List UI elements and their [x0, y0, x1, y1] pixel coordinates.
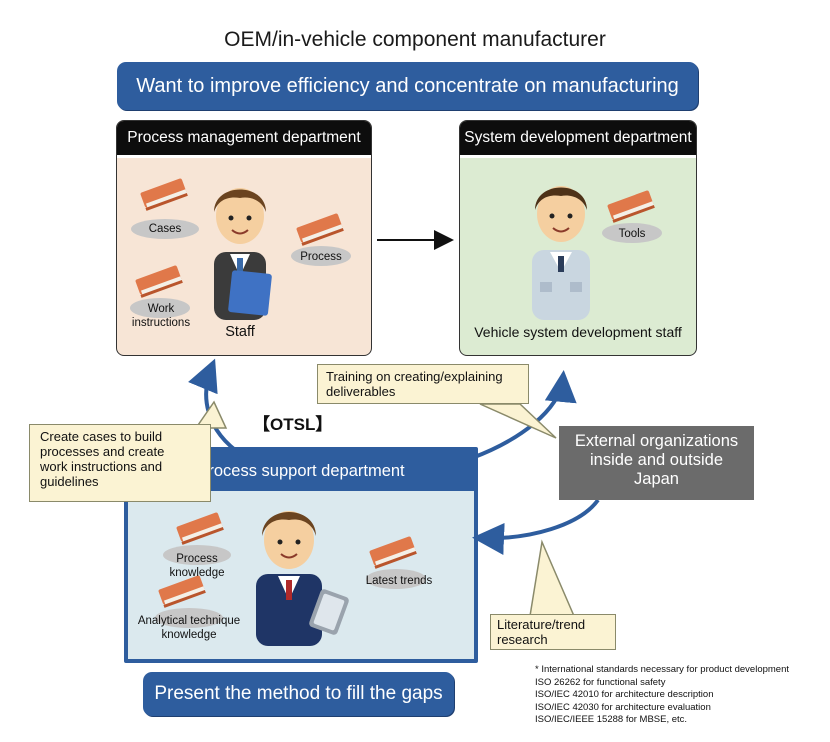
- note-training: Training on creating/explaining delivera…: [317, 364, 529, 404]
- callout-tail: [479, 403, 557, 439]
- label-vehicle-staff: Vehicle system development staff: [474, 324, 682, 340]
- process-management-box: Process management department: [116, 120, 372, 356]
- staff-person-icon: [532, 186, 590, 320]
- book-icon: [140, 178, 188, 211]
- arrow-icon: [472, 498, 600, 555]
- footnote-line: ISO/IEC 42030 for architecture evaluatio…: [535, 701, 711, 713]
- label-work-instructions: Work instructions: [131, 303, 191, 329]
- label-latest-trends: Latest trends: [365, 575, 433, 587]
- note-literature: Literature/trend research: [490, 614, 616, 650]
- label-cases: Cases: [148, 223, 182, 235]
- book-icon: [296, 213, 344, 246]
- label-process: Process: [300, 251, 342, 263]
- footnote-line: ISO 26262 for functional safety: [535, 676, 666, 688]
- book-icon: [176, 512, 224, 545]
- staff-person-icon: [256, 511, 349, 646]
- footnote: * International standards necessary for …: [535, 664, 789, 727]
- external-organizations-box: External organizations inside and outsid…: [559, 426, 754, 500]
- callout-tail: [529, 539, 576, 617]
- book-icon: [135, 265, 183, 298]
- otsl-label: 【OTSL】: [253, 415, 333, 434]
- footnote-line: * International standards necessary for …: [535, 664, 790, 675]
- disk-analytical: [155, 608, 223, 628]
- callout-tail: [194, 400, 228, 429]
- disk-tools: [602, 223, 662, 243]
- label-staff: Staff: [225, 324, 255, 340]
- top-banner: Want to improve efficiency and concentra…: [117, 62, 698, 110]
- disk-cases: [131, 219, 199, 239]
- label-tools: Tools: [618, 228, 646, 240]
- book-icon: [158, 575, 206, 608]
- disk-latest-trends: [366, 569, 426, 589]
- disk-work: [130, 298, 190, 318]
- book-icon: [607, 190, 655, 223]
- note-create-cases: Create cases to build processes and crea…: [29, 424, 211, 502]
- process-management-header: Process management department: [117, 121, 371, 158]
- footnote-line: ISO/IEC 42010 for architecture descripti…: [535, 689, 714, 700]
- book-icon: [369, 536, 417, 569]
- label-process-knowledge: Process knowledge: [169, 553, 225, 579]
- footnote-line: ISO/IEC/IEEE 15288 for MBSE, etc.: [535, 714, 688, 725]
- disk-process-knowledge: [163, 545, 231, 565]
- staff-person-icon: [214, 188, 272, 320]
- bottom-banner: Present the method to fill the gaps: [143, 672, 454, 716]
- diagram-title: OEM/in-vehicle component manufacturer: [224, 28, 606, 51]
- system-development-header: System development department: [460, 121, 696, 158]
- disk-process: [291, 246, 351, 266]
- label-analytical-knowledge: Analytical technique knowledge: [137, 615, 241, 641]
